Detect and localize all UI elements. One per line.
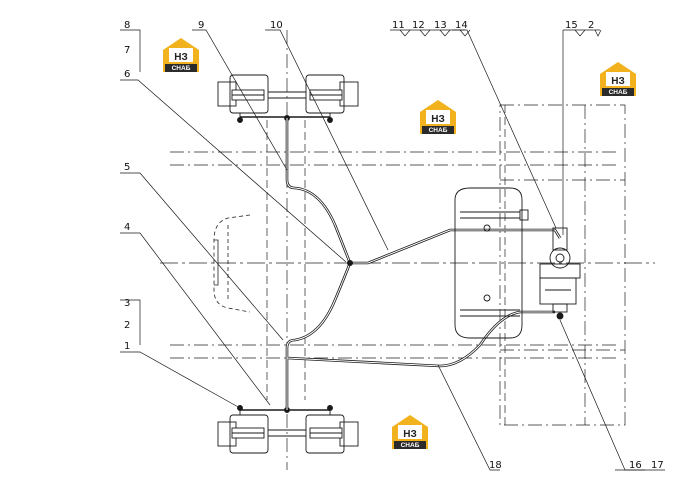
svg-text:НЗ: НЗ bbox=[403, 429, 417, 440]
svg-text:НЗ: НЗ bbox=[174, 52, 188, 63]
callout-10: 10 bbox=[270, 20, 283, 31]
leader-lines bbox=[120, 29, 665, 471]
svg-text:СНАБ: СНАБ bbox=[429, 127, 448, 134]
callout-13: 13 bbox=[434, 20, 447, 31]
callout-15: 15 bbox=[565, 20, 578, 31]
brake-pipes bbox=[285, 118, 562, 410]
pipe-tee-fitting bbox=[347, 260, 353, 266]
callout-5: 5 bbox=[124, 162, 130, 173]
callout-14: 14 bbox=[455, 20, 468, 31]
bottom-axle-assembly bbox=[217, 405, 359, 454]
watermark-logo: НЗ СНАБ bbox=[600, 62, 636, 96]
watermark-logo: НЗ СНАБ bbox=[420, 100, 456, 134]
callout-18: 18 bbox=[489, 460, 502, 471]
callout-7: 7 bbox=[124, 45, 130, 56]
callout-6: 6 bbox=[124, 69, 130, 80]
callout-labels: 1 2 3 4 5 6 7 8 9 10 11 12 13 14 15 2 16… bbox=[124, 20, 664, 471]
top-axle-assembly bbox=[217, 74, 359, 123]
callout-2b: 2 bbox=[588, 20, 594, 31]
callout-12: 12 bbox=[412, 20, 425, 31]
callout-16: 16 bbox=[629, 460, 642, 471]
callout-2: 2 bbox=[124, 320, 130, 331]
svg-text:СНАБ: СНАБ bbox=[401, 442, 420, 449]
watermark-logo: НЗ СНАБ bbox=[163, 38, 199, 72]
brake-valve bbox=[539, 227, 581, 320]
callout-11: 11 bbox=[392, 20, 405, 31]
svg-text:СНАБ: СНАБ bbox=[172, 65, 191, 72]
callout-8: 8 bbox=[124, 20, 130, 31]
callout-9: 9 bbox=[198, 20, 204, 31]
svg-text:НЗ: НЗ bbox=[431, 114, 445, 125]
callout-3: 3 bbox=[124, 298, 130, 309]
svg-text:СНАБ: СНАБ bbox=[609, 89, 628, 96]
callout-4: 4 bbox=[124, 222, 130, 233]
callout-17: 17 bbox=[651, 460, 664, 471]
differential-housing bbox=[213, 214, 251, 313]
callout-1: 1 bbox=[124, 341, 130, 352]
air-tank bbox=[454, 187, 529, 339]
svg-text:НЗ: НЗ bbox=[611, 76, 625, 87]
watermark-logo: НЗ СНАБ bbox=[392, 415, 428, 449]
